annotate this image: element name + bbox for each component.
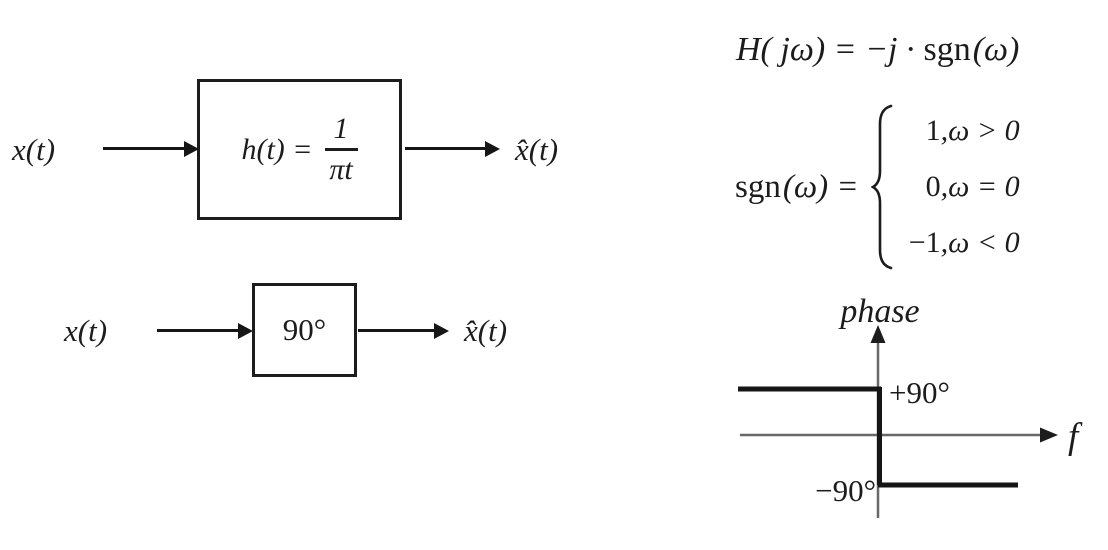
sgn-lhs-rest: (ω) = <box>782 168 859 205</box>
diagram1-input-label: x(t) <box>12 132 56 167</box>
phase-y-axis-arrowhead <box>870 325 886 343</box>
case-value: 0 <box>925 170 941 203</box>
transfer-function-sgn: sgn <box>923 31 971 68</box>
diagram1-output-arrow <box>405 147 485 150</box>
impulse-response-lhs: h(t) = <box>241 132 313 166</box>
transfer-function-lhs: H( jω) = −j · <box>736 31 915 68</box>
sgn-cases: 1 ,ω > 0 0 ,ω = 0 −1 ,ω < 0 <box>903 103 1020 271</box>
impulse-response-equation: h(t) = 1 πt <box>241 112 358 187</box>
diagram2-output-arrow <box>358 329 434 332</box>
phase-plot-title: phase <box>838 293 919 330</box>
case-condition: ,ω < 0 <box>940 226 1020 259</box>
diagram2-output-label: x̂(t) <box>464 313 508 348</box>
phase-x-axis-label: f <box>1068 416 1083 457</box>
diagram2-phase-shift-box: 90° <box>252 283 357 377</box>
plus-90-label: +90° <box>889 375 950 410</box>
minus-90-label: −90° <box>815 473 876 508</box>
sgn-definition-equation: sgn(ω) = 1 ,ω > 0 0 ,ω = 0 −1 ,ω < 0 <box>735 103 1020 271</box>
phase-x-axis-arrowhead <box>1040 427 1058 443</box>
phase-response-plot: phase f +90° −90° <box>738 293 1083 518</box>
piecewise-brace <box>870 104 892 270</box>
transfer-function-equation: H( jω) = −j ·sgn(ω) <box>736 27 1019 73</box>
diagram1-input-arrow <box>103 147 184 150</box>
transfer-function-arg: (ω) <box>972 31 1020 68</box>
phase-shift-box-label: 90° <box>282 312 327 347</box>
case-condition: ,ω = 0 <box>940 170 1020 203</box>
fraction-denominator: πt <box>329 153 353 186</box>
sgn-definition-lhs: sgn(ω) = <box>735 169 859 206</box>
case-condition: ,ω > 0 <box>940 114 1020 147</box>
diagram2-input-label: x(t) <box>64 313 108 348</box>
sgn-fn-name: sgn <box>735 168 781 205</box>
sgn-case-positive: 1 ,ω > 0 <box>903 103 1020 159</box>
case-value: 1 <box>925 114 941 147</box>
fraction-numerator: 1 <box>324 112 358 151</box>
sgn-case-zero: 0 ,ω = 0 <box>903 159 1020 215</box>
diagram1-output-label: x̂(t) <box>515 132 559 167</box>
case-value: −1 <box>908 226 941 259</box>
sgn-case-negative: −1 ,ω < 0 <box>903 215 1020 271</box>
diagram1-filter-box: h(t) = 1 πt <box>197 79 402 220</box>
diagram2-input-arrow <box>157 329 238 332</box>
impulse-response-fraction: 1 πt <box>324 112 358 187</box>
